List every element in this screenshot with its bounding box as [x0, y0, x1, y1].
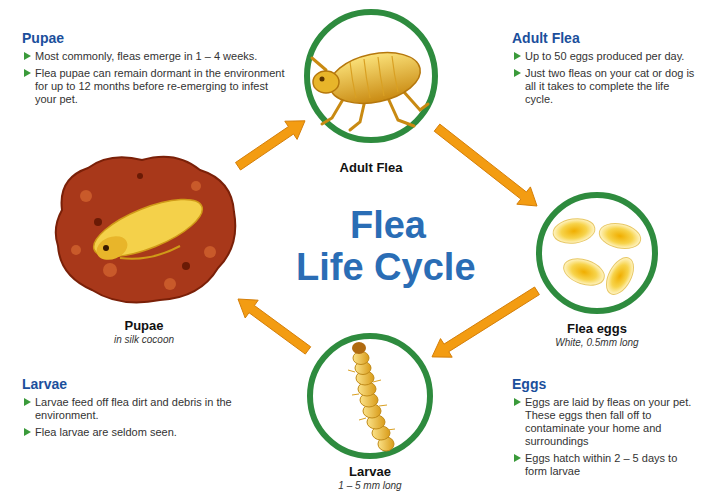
stage-note: White, 0.5mm long: [487, 337, 707, 349]
diagram-title: Flea Life Cycle: [296, 204, 480, 288]
info-bullet: Eggs hatch within 2 – 5 days to form lar…: [512, 452, 698, 478]
info-heading: Larvae: [22, 376, 262, 393]
cycle-arrow: [432, 287, 539, 357]
adult-flea-illustration: [307, 12, 435, 140]
info-block: Adult Flea Up to 50 eggs produced per day…: [512, 30, 700, 110]
larva-illustration: [310, 336, 430, 456]
stage-note: 1 – 5 mm long: [258, 480, 482, 492]
stage-label-group: Larvae1 – 5 mm long: [258, 464, 482, 492]
info-block: LarvaeLarvae feed off flea dirt and debr…: [22, 376, 262, 443]
stage-name: Adult Flea: [255, 160, 487, 176]
stage-note: in silk cocoon: [0, 334, 288, 346]
cycle-arrow: [238, 299, 311, 354]
stage-label-group: Pupaein silk cocoon: [0, 318, 288, 346]
info-bullet: Flea pupae can remain dormant in the env…: [22, 67, 290, 106]
stage-name: Larvae: [258, 464, 482, 480]
stage-name: Flea eggs: [487, 321, 707, 337]
stage-label-group: Adult Flea: [255, 160, 487, 176]
cycle-arrow: [236, 121, 306, 170]
stage-label-group: Flea eggsWhite, 0.5mm long: [487, 321, 707, 349]
info-bullet: Up to 50 eggs produced per day.: [512, 50, 700, 63]
life-stage-circle: Flea eggsWhite, 0.5mm long: [537, 193, 657, 313]
info-heading: Eggs: [512, 376, 698, 393]
flea-eggs-illustration: [539, 195, 655, 311]
life-stage-cocoon: Pupaein silk cocoon: [50, 152, 238, 308]
pupa-cocoon-illustration: [56, 157, 236, 303]
info-heading: Pupae: [22, 30, 290, 47]
info-block: PupaeMost commonly, fleas emerge in 1 – …: [22, 30, 290, 110]
cycle-arrow: [434, 124, 537, 206]
info-bullet: Flea larvae are seldom seen.: [22, 426, 262, 439]
info-bullet: Most commonly, fleas emerge in 1 – 4 wee…: [22, 50, 290, 63]
stage-name: Pupae: [0, 318, 288, 334]
info-block: EggsEggs are laid by fleas on your pet. …: [512, 376, 698, 482]
info-bullet: Larvae feed off flea dirt and debris in …: [22, 396, 262, 422]
life-stage-circle: Adult Flea: [305, 12, 437, 140]
info-bullet: Eggs are laid by fleas on your pet. Thes…: [512, 396, 698, 448]
info-bullet: Just two fleas on your cat or dog is all…: [512, 67, 700, 106]
life-stage-circle: Larvae1 – 5 mm long: [308, 334, 432, 458]
info-heading: Adult Flea: [512, 30, 700, 47]
